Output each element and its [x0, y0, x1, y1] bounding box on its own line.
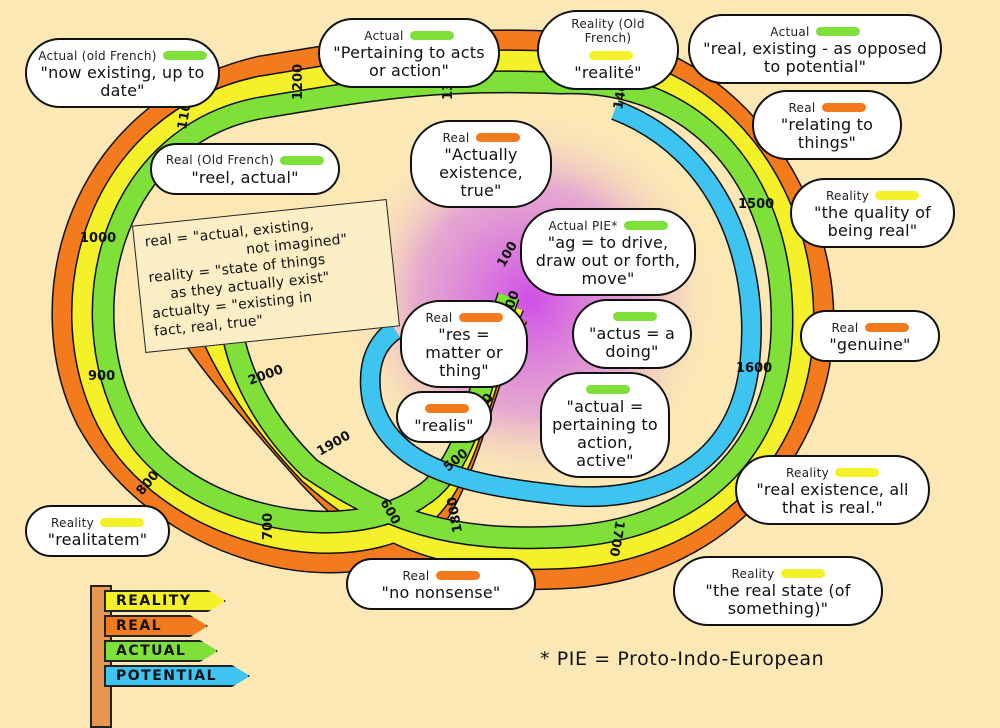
signpost-actual: ACTUAL [104, 640, 218, 662]
speech-bubble: "actual = pertaining to action, active" [540, 372, 670, 478]
highlight-swatch [458, 313, 503, 322]
year-tick: 700 [261, 513, 276, 540]
bubble-text: "res = matter or thing" [425, 325, 503, 380]
year-tick: 1700 [606, 519, 627, 557]
bubble-text: "actus = a doing" [588, 324, 676, 361]
highlight-swatch [835, 468, 880, 477]
bubble-label: Actual [770, 24, 810, 39]
highlight-swatch [623, 221, 668, 230]
highlight-swatch [435, 571, 480, 580]
pie-footnote: * PIE = Proto-Indo-European [540, 648, 825, 670]
speech-bubble: Reality"the real state (of something)" [673, 556, 883, 626]
highlight-swatch [100, 518, 145, 527]
bubble-label: Actual [364, 28, 404, 43]
bubble-label: Reality (Old French) [571, 17, 645, 45]
speech-bubble: Reality"the quality of being real" [790, 178, 955, 248]
highlight-swatch [409, 31, 454, 40]
bubble-text: "realitatem" [47, 530, 148, 549]
bubble-text: "ag = to drive, draw out or forth, move" [535, 233, 681, 288]
bubble-text: "realis" [414, 416, 474, 435]
highlight-swatch [864, 323, 909, 332]
highlight-swatch [875, 191, 920, 200]
speech-bubble: Real (Old French)"reel, actual" [150, 142, 340, 195]
speech-bubble: Reality"realitatem" [25, 505, 170, 557]
bubble-text: "actual = pertaining to action, active" [552, 397, 658, 470]
actual-band [93, 71, 793, 548]
speech-bubble: Real"res = matter or thing" [400, 300, 528, 388]
signpost-label: POTENTIAL [116, 668, 218, 684]
year-tick: 1000 [80, 231, 116, 246]
speech-bubble: Real"genuine" [800, 310, 940, 362]
bubble-label: Real [425, 310, 453, 325]
signpost-label: ACTUAL [116, 643, 187, 659]
year-tick: 1800 [445, 496, 466, 534]
year-tick: 1500 [738, 197, 774, 212]
speech-bubble: Real"relating to things" [752, 90, 902, 160]
bubble-label: Reality [825, 188, 870, 203]
highlight-swatch [280, 155, 325, 165]
speech-bubble: Real"Actually existence, true" [410, 120, 552, 208]
speech-bubble: Actual"Pertaining to acts or action" [318, 18, 500, 88]
bubble-label: Real [442, 130, 470, 145]
bubble-text: "real existence, all that is real." [756, 480, 909, 517]
signpost-real: REAL [104, 615, 208, 637]
bubble-label: Actual PIE* [548, 218, 618, 233]
bubble-label: Reality [785, 465, 830, 480]
speech-bubble: Reality (Old French) "realité" [537, 10, 679, 90]
highlight-swatch [821, 103, 866, 112]
speech-bubble: "actus = a doing" [572, 299, 692, 369]
bubble-label: Real [402, 568, 430, 583]
signpost-label: REAL [116, 618, 163, 634]
speech-bubble: Real"no nonsense" [346, 558, 536, 610]
bubble-text: "Pertaining to acts or action" [333, 43, 485, 80]
bubble-text: "genuine" [829, 335, 911, 354]
bubble-text: "Actually existence, true" [439, 145, 523, 200]
bubble-text: "relating to things" [780, 115, 874, 152]
highlight-swatch [780, 569, 825, 578]
highlight-swatch [586, 385, 630, 394]
speech-bubble: Actual PIE*"ag = to drive, draw out or f… [520, 208, 696, 296]
bubble-text: "now existing, up to date" [40, 63, 205, 100]
highlight-swatch [589, 51, 633, 60]
signpost-label: REALITY [116, 593, 192, 609]
signpost-reality: REALITY [104, 590, 226, 612]
year-tick: 1600 [736, 361, 772, 376]
bubble-text: "realité" [574, 63, 642, 82]
bubble-text: "the real state (of something)" [705, 581, 851, 618]
highlight-swatch [815, 27, 860, 36]
year-tick: 900 [88, 369, 115, 384]
speech-bubble: Actual"real, existing - as opposed to po… [688, 14, 942, 84]
speech-bubble: "realis" [396, 391, 492, 443]
bubble-label: Real (Old French) [165, 153, 275, 168]
bubble-label: Real [831, 320, 859, 335]
bubble-label: Reality [731, 566, 775, 581]
highlight-swatch [475, 133, 520, 142]
bubble-text: "real, existing - as opposed to potentia… [703, 39, 927, 76]
signpost-potential: POTENTIAL [104, 665, 250, 687]
bubble-label: Actual (old French) [38, 48, 157, 63]
speech-bubble: Reality"real existence, all that is real… [735, 455, 930, 525]
highlight-swatch [425, 404, 469, 413]
highlight-swatch [162, 51, 207, 60]
bubble-text: "the quality of being real" [814, 203, 931, 240]
bubble-text: "no nonsense" [381, 583, 501, 602]
speech-bubble: Actual (old French)"now existing, up to … [25, 38, 220, 108]
bubble-text: "reel, actual" [191, 167, 299, 187]
bubble-label: Real [788, 100, 816, 115]
bubble-label: Reality [50, 515, 95, 530]
year-tick: 1200 [291, 64, 306, 100]
potential-band [361, 101, 761, 506]
highlight-swatch [613, 312, 657, 321]
